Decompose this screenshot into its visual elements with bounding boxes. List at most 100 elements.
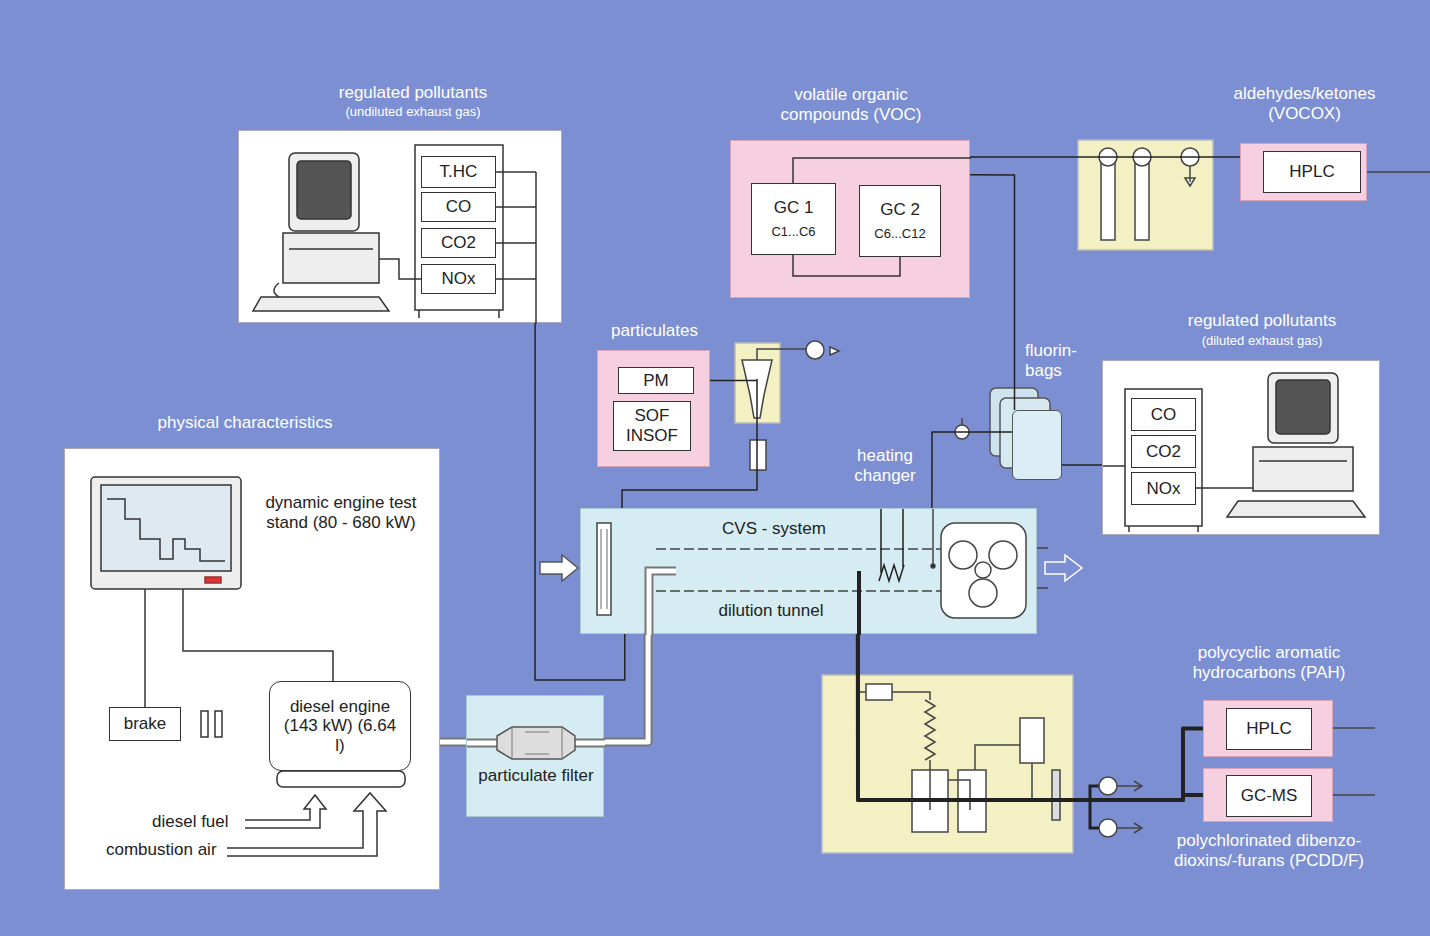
illustration-shape — [498, 310, 500, 318]
node-label: CO2 — [441, 233, 476, 253]
illustration-shape — [379, 259, 421, 279]
connector — [970, 156, 1240, 157]
illustration-shape — [649, 571, 676, 635]
particulates-panel: particulatesPMSOF INSOF — [597, 350, 710, 467]
illustration-shape — [283, 233, 379, 283]
panel-heading: regulated pollutants — [251, 83, 575, 103]
node-label: T.HC — [440, 162, 478, 182]
panel-heading: physical characteristics — [125, 413, 365, 433]
illustration-shape — [1128, 526, 1130, 532]
voc-panel: volatile organic compounds (VOC)GC 1C1..… — [730, 140, 970, 298]
exhaust-pipe — [604, 634, 648, 742]
illustration-shape — [941, 523, 1026, 618]
gcms-unit: polychlorinated dibenzo- dioxins/-furans… — [1203, 768, 1333, 822]
node-label: SOF INSOF — [622, 406, 682, 445]
illustration-shape — [1333, 728, 1375, 795]
illustration-shape — [245, 795, 326, 828]
illustration-shape — [227, 793, 386, 856]
sample-bag: fluorin- bags — [1012, 410, 1062, 480]
illustration-shape — [930, 760, 970, 810]
illustration-shape — [91, 477, 241, 589]
illustration-shape — [1045, 555, 1082, 581]
test-stand-label: dynamic engine test stand (80 - 680 kW) — [261, 493, 421, 532]
node-label: NOx — [442, 269, 476, 289]
illustration-shape — [597, 509, 1026, 635]
gc-box: GC 1C1...C6 — [751, 183, 836, 255]
filter-label: particulate filter — [476, 766, 596, 786]
illustration-shape — [297, 161, 351, 219]
node-label: NOx — [1147, 479, 1181, 499]
illustration-shape — [289, 153, 359, 231]
illustration-shape — [1117, 781, 1142, 833]
analyzer-module: T.HC — [421, 156, 496, 188]
pm-box: PM — [618, 367, 694, 394]
illustration-shape — [866, 684, 892, 700]
connector-line — [1062, 464, 1102, 466]
hplc-unit: aldehydes/ketones (VOCOX)HPLC — [1240, 143, 1367, 201]
illustration-shape — [879, 509, 904, 581]
illustration-shape — [253, 145, 536, 324]
connector — [858, 634, 1203, 800]
illustration-shape — [101, 485, 231, 571]
illustration-shape — [830, 347, 839, 355]
illustration-shape — [1099, 819, 1117, 837]
illustration-shape — [750, 440, 766, 470]
sof-insof-box: SOF INSOF — [613, 401, 691, 451]
instrument-box: HPLC — [1263, 151, 1361, 193]
illustration-shape — [201, 711, 208, 737]
analyzer-module: CO — [421, 192, 496, 222]
free-label: diesel fuel — [152, 812, 229, 832]
illustration-shape — [1276, 380, 1330, 434]
illustration-shape — [858, 692, 930, 700]
illustration-shape — [253, 297, 389, 311]
panel-heading: particulates — [588, 321, 721, 341]
node-label: brake — [124, 714, 167, 734]
connector — [1062, 465, 1102, 466]
illustration-shape — [1101, 160, 1115, 240]
analyzer-module: NOx — [1131, 472, 1196, 505]
node-label: GC 2 — [880, 200, 920, 220]
panel-subheading: (undiluted exhaust gas) — [251, 104, 575, 120]
cvs-tunnel: CVS - system dilution tunnel — [580, 508, 1037, 634]
hplc-unit: polycyclic aromatic hydrocarbons (PAH)HP… — [1203, 700, 1333, 757]
illustration-shape — [857, 571, 861, 635]
illustration-shape — [1060, 786, 1099, 828]
illustration-shape — [274, 283, 279, 297]
illustration-shape — [925, 700, 935, 760]
carbon-range: C1...C6 — [771, 225, 815, 240]
analyzer-module: CO2 — [1131, 435, 1196, 468]
illustration-shape — [989, 541, 1017, 569]
node-label: PM — [643, 371, 669, 391]
node-label: diesel engine (143 kW) (6.64 l) — [278, 697, 402, 756]
tunnel-label: dilution tunnel — [691, 601, 851, 621]
bag-label: fluorin- bags — [1025, 341, 1095, 382]
free-label: combustion air — [106, 840, 217, 860]
cvs-label: CVS - system — [699, 519, 849, 539]
illustration-shape — [1367, 171, 1430, 173]
free-label: heating changer — [845, 446, 925, 487]
illustration-shape — [975, 745, 1032, 800]
illustration-shape — [205, 577, 221, 583]
connector — [858, 634, 1203, 800]
illustration-shape — [1052, 770, 1060, 820]
analyzer-module: CO2 — [421, 228, 496, 258]
panel-heading: aldehydes/ketones (VOCOX) — [1206, 84, 1403, 125]
panel-heading: polycyclic aromatic hydrocarbons (PAH) — [1174, 643, 1364, 684]
illustration-shape — [1099, 777, 1117, 795]
illustration-shape — [415, 145, 503, 310]
illustration-shape — [597, 523, 611, 615]
node-label: CO — [1151, 405, 1177, 425]
illustration-shape — [656, 549, 941, 591]
analyzer-rack-illustration — [239, 131, 563, 324]
illustration-shape — [1103, 465, 1125, 467]
engine-box: diesel engine (143 kW) (6.64 l) — [269, 681, 411, 771]
illustration-shape — [497, 727, 575, 759]
analyzer-module: CO — [1131, 398, 1196, 431]
illustration-shape — [91, 477, 405, 856]
illustration-shape — [144, 589, 146, 707]
connector-line — [970, 175, 1015, 410]
illustration-shape — [540, 140, 1430, 853]
illustration-shape — [1103, 373, 1365, 532]
illustration-shape — [183, 589, 333, 681]
illustration-shape — [1196, 487, 1253, 489]
